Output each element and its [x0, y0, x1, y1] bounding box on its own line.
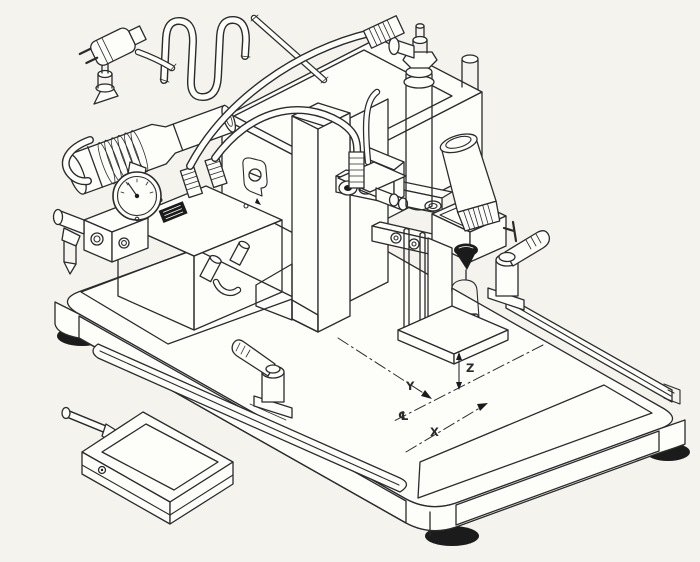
front-lever-handle — [231, 339, 276, 377]
column-base-wedge — [255, 263, 293, 321]
inlet-nipple — [93, 59, 119, 105]
body-top-fitting — [461, 54, 479, 91]
barb-fitting — [199, 254, 222, 283]
air-cylinder — [388, 23, 438, 211]
pressure-gauge — [112, 161, 162, 222]
x-dimension-line — [405, 405, 484, 453]
barb-fitting-2 — [229, 240, 250, 266]
x-arrowhead — [477, 403, 488, 411]
rear-lever-handle — [504, 230, 551, 267]
hose-coupler-head — [348, 151, 365, 189]
front-clamp-lever — [231, 339, 293, 419]
y-dimension-line — [337, 337, 429, 397]
z-arrowhead-bottom — [456, 382, 462, 390]
plug-prong — [78, 47, 92, 56]
y-axis-label: Y — [405, 379, 415, 393]
front-guide-rail — [92, 343, 408, 493]
gauge-needle — [127, 182, 138, 197]
hose-coupler-a — [179, 165, 204, 199]
plate-side-hatch-right — [455, 430, 660, 526]
x-axis-label: X — [430, 425, 439, 439]
rear-clamp-lever — [487, 230, 551, 311]
cylinder-elbow-fitting — [388, 23, 438, 69]
power-plug-and-cord — [78, 25, 177, 72]
stylus-funnel — [454, 243, 478, 280]
z-arrowhead-top — [456, 352, 462, 360]
marking-head — [397, 227, 509, 365]
latch-clip — [242, 157, 268, 205]
foot-pedal — [61, 406, 234, 525]
plug-prong-2 — [85, 56, 99, 65]
hose-coupler-main — [362, 15, 405, 49]
plate-top-hatch-front — [417, 384, 653, 499]
manifold-block — [117, 155, 283, 331]
pedal-tread — [101, 423, 219, 491]
y-arrowhead — [421, 390, 432, 399]
centerline-symbol: ℄ — [398, 409, 409, 423]
centerline — [391, 344, 544, 423]
air-hoses — [186, 15, 405, 189]
work-area-coordinate-annotations: Y X Z ℄ — [337, 337, 544, 453]
air-supply-tube — [250, 14, 329, 84]
label-plate — [158, 201, 188, 223]
vertical-column — [255, 98, 389, 333]
coiled-air-tube — [159, 15, 251, 102]
z-axis-label: Z — [466, 361, 474, 375]
t-handle-screw — [502, 226, 516, 233]
adjustment-knob — [439, 133, 501, 232]
